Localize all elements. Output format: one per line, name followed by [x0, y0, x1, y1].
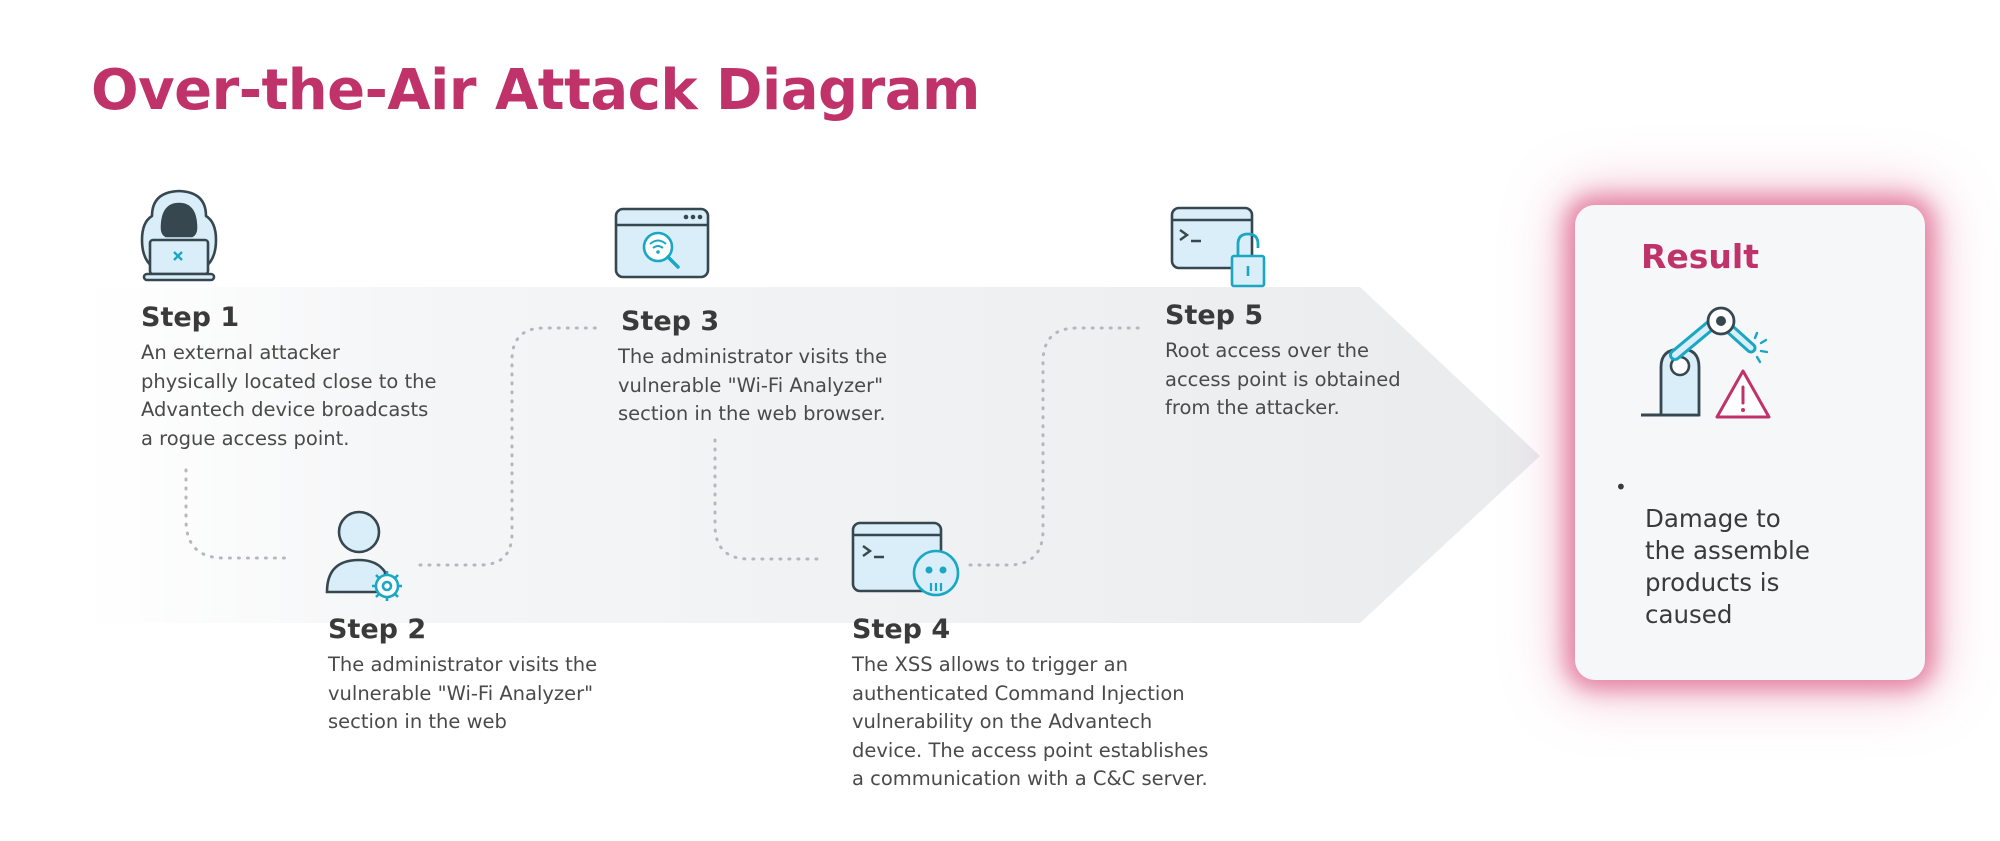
- step-heading: Step 2: [328, 614, 427, 645]
- step-3: Step 3 The administrator visits the vuln…: [618, 306, 948, 429]
- robotic-arm-warning-icon: [1641, 306, 1771, 419]
- connector-step1-step2: [184, 468, 292, 560]
- browser-wifi-search-icon: [614, 207, 710, 279]
- connector-step2-step3: [418, 326, 604, 567]
- step-4: Step 4 The XSS allows to trigger an auth…: [852, 614, 1252, 794]
- diagram-title: Over-the-Air Attack Diagram: [91, 58, 980, 123]
- step-heading: Step 4: [852, 614, 951, 645]
- result-card: Result •Damage to the assemble products …: [1575, 205, 1925, 680]
- step-5: Step 5 Root access over the access point…: [1165, 300, 1485, 423]
- result-list: •Damage to the assemble products is caus…: [1615, 471, 1810, 631]
- step-heading: Step 1: [141, 302, 240, 333]
- terminal-skull-icon: [851, 521, 960, 597]
- result-item-text: Damage to the assemble products is cause…: [1645, 504, 1810, 629]
- terminal-unlocked-padlock-icon: [1170, 206, 1266, 288]
- result-item: •Damage to the assemble products is caus…: [1615, 475, 1810, 629]
- step-description: The administrator visits the vulnerable …: [618, 345, 888, 425]
- connector-step4-step5: [968, 326, 1142, 567]
- step-description: The administrator visits the vulnerable …: [328, 653, 598, 733]
- result-title: Result: [1641, 237, 1760, 276]
- step-description: The XSS allows to trigger an authenticat…: [852, 653, 1209, 790]
- step-description: Root access over the access point is obt…: [1165, 339, 1401, 419]
- step-2: Step 2 The administrator visits the vuln…: [328, 614, 658, 737]
- step-heading: Step 5: [1165, 300, 1264, 331]
- step-heading: Step 3: [621, 306, 720, 337]
- step-1: Step 1 An external attacker physically l…: [141, 302, 471, 453]
- administrator-user-gear-icon: [325, 510, 402, 601]
- hooded-hacker-laptop-icon: [140, 189, 218, 282]
- arrow-band: [85, 287, 1540, 623]
- step-description: An external attacker physically located …: [141, 341, 437, 450]
